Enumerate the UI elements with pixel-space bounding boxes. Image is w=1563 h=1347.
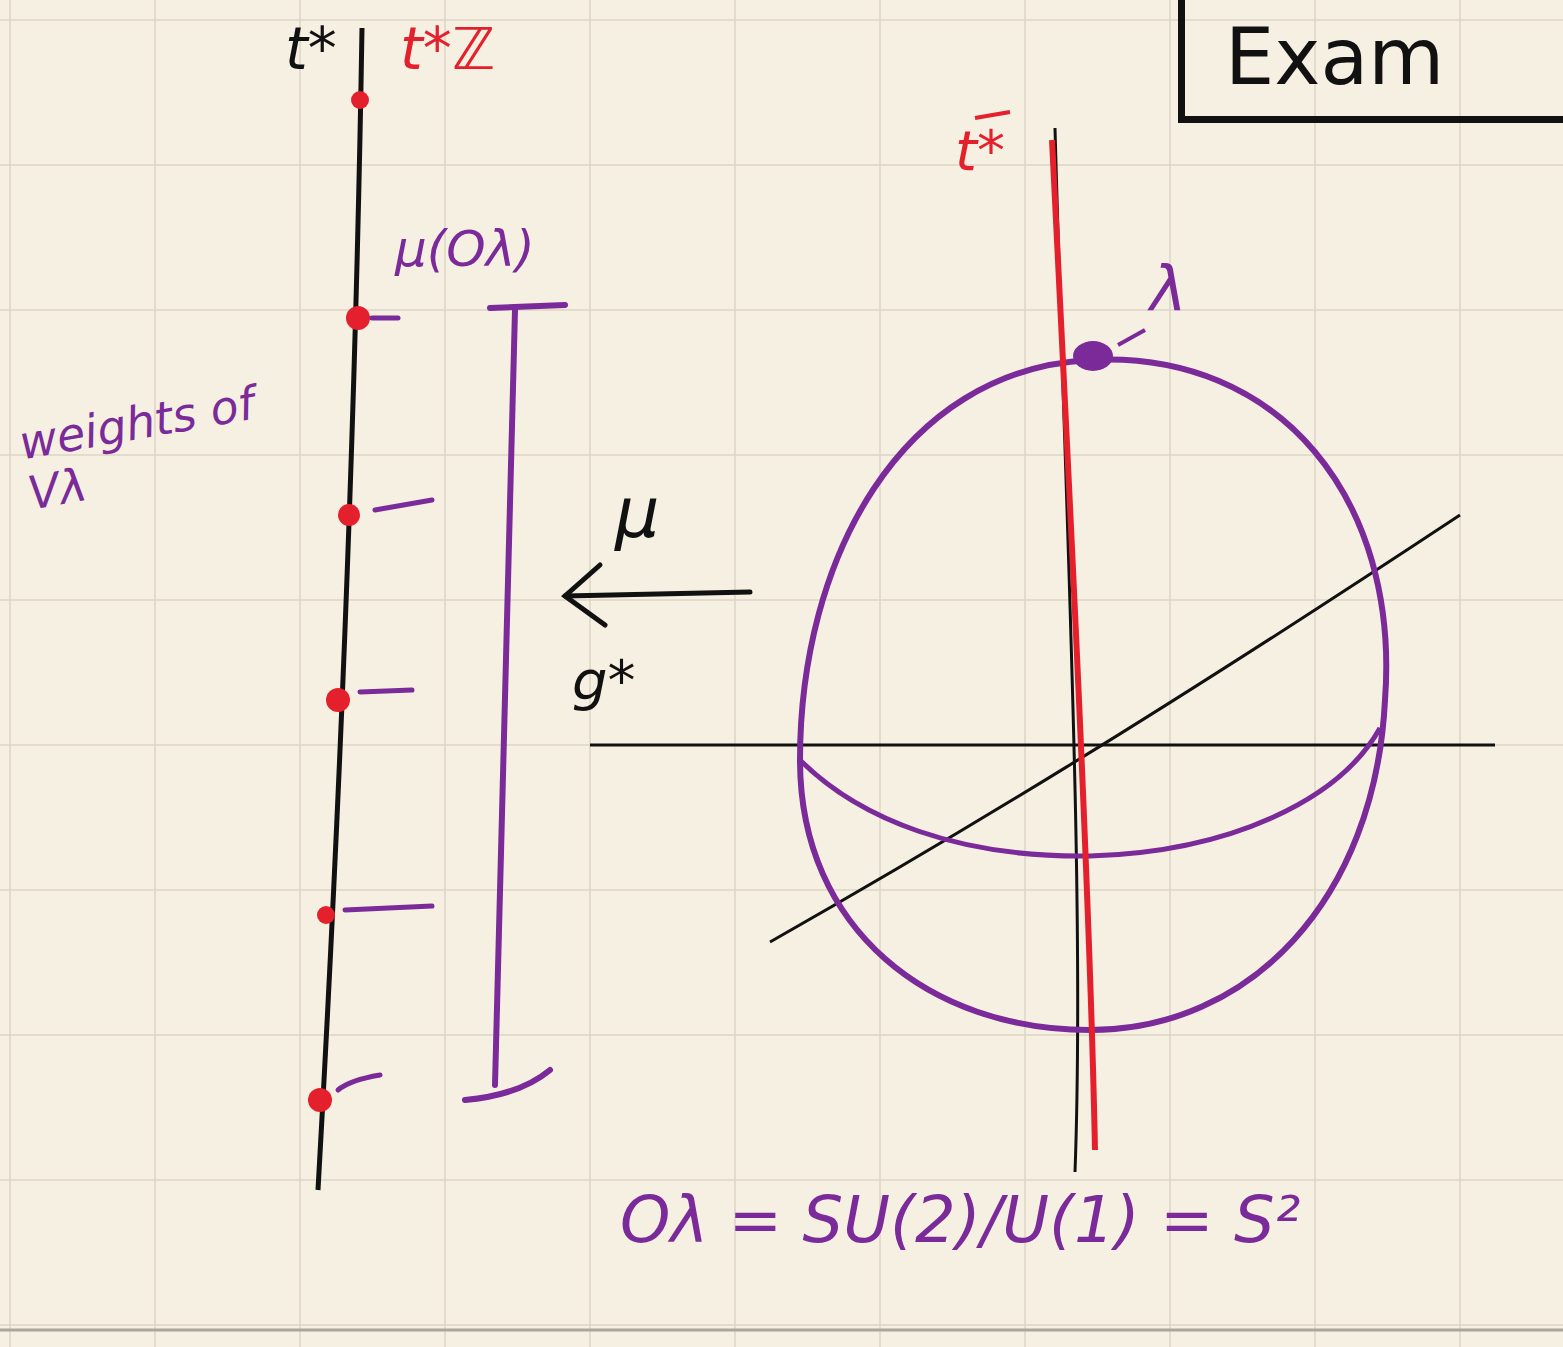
moment-map-arrow [565,565,750,625]
lambda-leader [1118,330,1145,345]
grid-line [879,0,881,1347]
axis-label: g* [572,650,636,712]
image-label: μ(Oλ) [395,222,535,277]
grid-line [444,0,446,1347]
grid-line [1169,0,1171,1347]
axis-label: t* [955,120,1005,182]
t-star-line [1052,140,1095,1150]
title-text: Exam [1225,12,1543,102]
grid-line [0,744,1563,746]
lattice-label: t*ℤ [400,18,495,82]
grid-line [299,0,301,1347]
grid-line [154,0,156,1347]
weight-ticks [338,318,432,1090]
grid-line [0,1034,1563,1036]
grid-line [0,164,1563,166]
grid-line [0,309,1563,311]
axis-label: t* [285,18,337,82]
grid-line [0,1179,1563,1181]
grid-line [0,1324,1563,1326]
map-label: μ [615,475,660,552]
grid-line [1314,0,1316,1347]
vector-bar [975,112,1010,118]
depth-axis [770,515,1460,942]
horizontal-axis [590,744,1495,747]
image-bracket [465,305,565,1100]
t-star-axis [318,28,362,1190]
lambda-point [1073,341,1113,371]
coadjoint-orbit-sphere [800,360,1386,1030]
point-label: λ [1150,255,1187,323]
grid-line [9,0,11,1347]
grid-line [1459,0,1461,1347]
grid-line [1024,0,1026,1347]
weights-label: weights of Vλ [15,372,298,519]
weight-dots [308,91,370,1112]
title-box: Exam [1178,0,1563,123]
page-edge [0,1329,1563,1332]
sphere-equator [800,728,1380,856]
grid-line [734,0,736,1347]
orbit-formula: Oλ = SU(2)/U(1) = S² [620,1185,1300,1255]
